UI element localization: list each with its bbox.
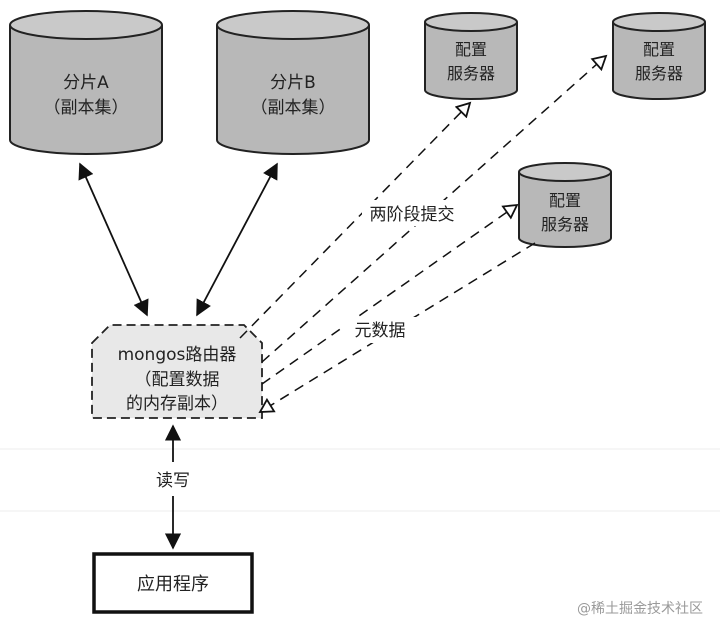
arrow-router-config-1 bbox=[239, 103, 470, 339]
mongos-router-label: mongos路由器 bbox=[118, 345, 237, 365]
config-server-2-label: 配置 bbox=[643, 40, 675, 59]
arrow-router-config-3 bbox=[261, 205, 517, 385]
metadata-label: 元数据 bbox=[355, 321, 406, 341]
shard-b-label: 分片B bbox=[270, 73, 316, 93]
mongos-router-sublabel-1: （配置数据 bbox=[135, 370, 220, 390]
shard-a-sublabel: （副本集） bbox=[44, 98, 129, 118]
mongos-router-sublabel-2: 的内存副本） bbox=[126, 394, 228, 414]
arrow-router-shard-b bbox=[196, 162, 278, 317]
config-server-3: 配置 服务器 bbox=[518, 162, 612, 248]
shard-b-sublabel: （副本集） bbox=[251, 98, 336, 118]
shard-b-cylinder: 分片B （副本集） bbox=[216, 10, 370, 155]
config-server-3-sublabel: 服务器 bbox=[541, 215, 589, 234]
arrow-router-shard-a bbox=[78, 162, 149, 317]
watermark-text: @稀土掘金技术社区 bbox=[577, 601, 703, 617]
read-write-label: 读写 bbox=[156, 471, 190, 491]
config-server-1: 配置 服务器 bbox=[424, 12, 518, 100]
config-server-2-sublabel: 服务器 bbox=[635, 64, 683, 83]
config-server-3-label: 配置 bbox=[549, 191, 581, 210]
config-server-2: 配置 服务器 bbox=[612, 12, 706, 100]
mongos-router: mongos路由器 （配置数据 的内存副本） bbox=[91, 324, 263, 419]
two-phase-label-bg bbox=[362, 200, 462, 226]
application-box: 应用程序 bbox=[92, 552, 254, 614]
two-phase-commit-label: 两阶段提交 bbox=[370, 205, 455, 225]
metadata-label-bg bbox=[344, 317, 416, 343]
shard-a-cylinder: 分片A （副本集） bbox=[9, 10, 163, 155]
config-server-1-sublabel: 服务器 bbox=[447, 64, 495, 83]
config-server-1-label: 配置 bbox=[455, 40, 487, 59]
application-label: 应用程序 bbox=[137, 574, 209, 595]
shard-a-label: 分片A bbox=[63, 73, 109, 93]
